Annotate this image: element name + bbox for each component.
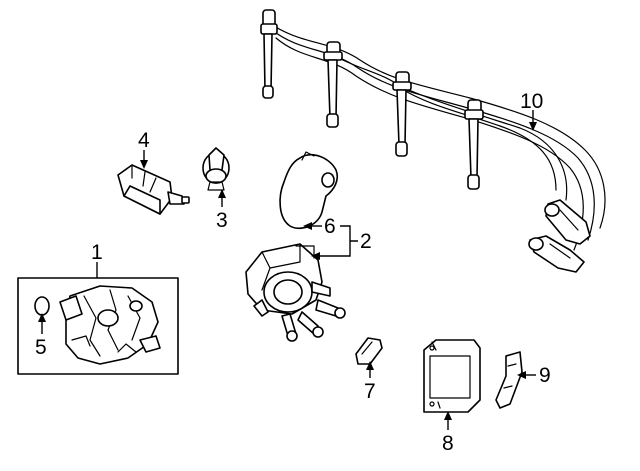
callout-7: 7 [364,380,376,403]
callout-1: 1 [91,241,103,264]
distributor-cap[interactable] [245,243,346,342]
callout-2: 2 [360,230,372,253]
callout-9: 9 [539,364,551,387]
bracket[interactable] [495,351,523,409]
callout-6: 6 [324,215,336,238]
leader-lines [38,110,537,430]
callout-labels: 10 4 3 6 2 1 5 7 8 9 [35,90,551,455]
grommet[interactable] [355,337,383,365]
callout-8: 8 [442,432,454,455]
callout-5: 5 [35,336,47,359]
spark-plug-wire-set[interactable] [260,9,606,273]
distributor-assembly[interactable] [17,277,179,375]
ignition-control-module[interactable] [423,339,481,413]
ignition-coil[interactable] [117,164,190,215]
callout-4: 4 [138,129,150,152]
o-ring[interactable] [34,296,50,316]
rotor[interactable] [202,147,230,191]
callout-3: 3 [216,209,228,232]
callout-10: 10 [520,90,543,113]
